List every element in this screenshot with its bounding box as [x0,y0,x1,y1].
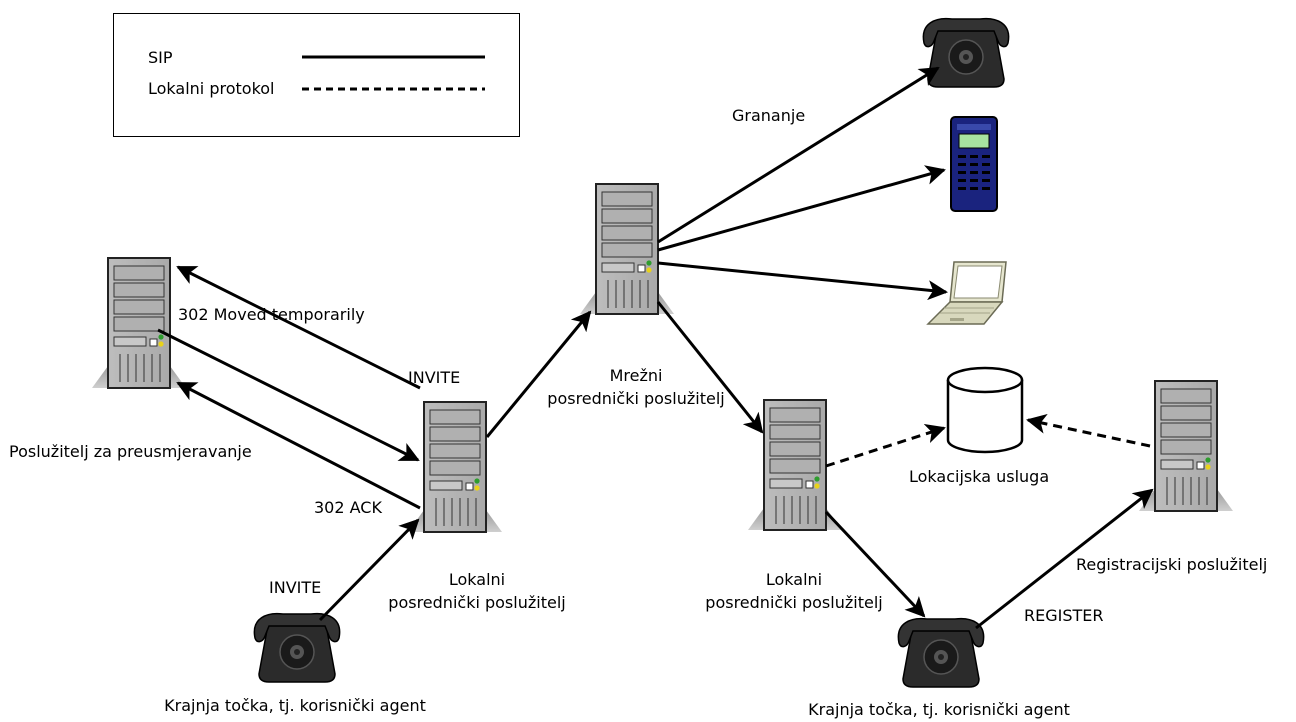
local-proxy-right-label-line2: posrednički poslužitelj [705,593,883,612]
arrow-ack [176,381,421,510]
mobile-phone-icon [950,116,998,212]
arrow-local-to-phone [824,510,926,618]
arrow-register [975,488,1154,630]
arrow-fork-mobile [657,165,946,252]
registrar-label: Registracijski poslužitelj [1076,555,1268,574]
phone-left-icon [253,612,341,683]
forking-label: Grananje [732,106,806,125]
redirect-server-label: Poslužitelj za preusmjeravanje [9,442,252,461]
arrow-registrar-to-location [1026,413,1151,448]
legend-local-protocol-label: Lokalni protokol [148,79,275,98]
local-proxy-left-icon [407,401,503,533]
ack-label: 302 ACK [314,498,382,517]
arrow-moved-temporarily [157,328,420,462]
arrow-fork-phone [657,66,940,244]
registrar-server-icon [1138,380,1234,512]
invite-top-label: INVITE [408,368,461,387]
legend [113,13,520,137]
location-service-label: Lokacijska usluga [909,467,1050,486]
arrow-proxy-to-network [485,310,592,438]
legend-sip-label: SIP [148,48,173,67]
local-proxy-left-label-line2: posrednički poslužitelj [388,593,566,612]
endpoint-right-label: Krajnja točka, tj. korisnički agent [808,700,1070,719]
moved-temporarily-label: 302 Moved temporarily [178,305,365,324]
endpoint-left-label: Krajnja točka, tj. korisnički agent [164,696,426,715]
network-proxy-label-line1: Mrežni [609,366,663,385]
arrow-fork-laptop [657,261,948,301]
redirect-server-icon [91,257,187,389]
location-service-db-icon [946,366,1024,454]
phone-right-icon [897,617,985,688]
local-proxy-right-label-line1: Lokalni [765,570,823,589]
arrow-invite-to-redirect [176,265,421,390]
arrow-invite-phone-to-proxy [318,518,420,622]
laptop-icon [926,261,1007,325]
phone-top-icon [922,17,1010,88]
network-proxy-label-line2: posrednički poslužitelj [547,389,725,408]
local-proxy-left-label-line1: Lokalni [448,570,506,589]
arrow-local-to-location [825,423,946,468]
arrow-network-to-local [656,301,764,434]
invite-bottom-label: INVITE [269,578,322,597]
register-label: REGISTER [1024,606,1104,625]
